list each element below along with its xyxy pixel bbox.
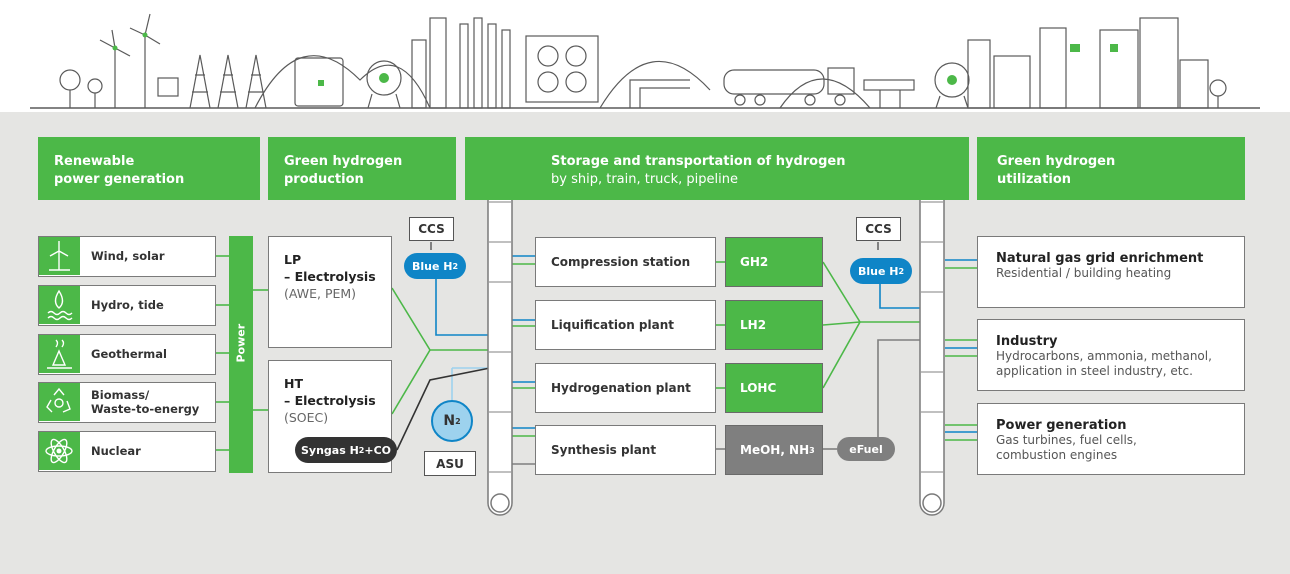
use-line: Residential / building heating xyxy=(996,266,1172,280)
header-production-line1: Green hydrogen xyxy=(284,154,403,169)
header-storage-line1: Storage and transportation of hydrogen xyxy=(551,154,846,169)
use-line: Gas turbines, fuel cells, xyxy=(996,433,1137,447)
product-text: LH2 xyxy=(740,318,767,332)
product-text: LOHC xyxy=(740,381,777,395)
source-label: Geothermal xyxy=(91,347,167,361)
blue-h2-text: Blue H xyxy=(411,259,453,273)
ccs-right-box: CCS xyxy=(856,217,901,241)
use-industry: Industry Hydrocarbons, ammonia, methanol… xyxy=(977,319,1245,391)
header-storage-line2: by ship, train, truck, pipeline xyxy=(551,172,738,187)
use-title: Power generation xyxy=(996,418,1127,433)
blue-h2-text: Blue H xyxy=(857,264,899,278)
use-title: Industry xyxy=(996,334,1058,349)
water-drop-icon xyxy=(39,286,80,324)
asu-box: ASU xyxy=(424,451,476,476)
product-lh2: LH2 xyxy=(725,300,823,350)
header-renewable-line2: power generation xyxy=(54,172,185,187)
ccs-left-box: CCS xyxy=(409,217,454,241)
source-geothermal: Geothermal xyxy=(38,334,216,375)
n2-text: N xyxy=(443,413,456,429)
header-renewable-line1: Renewable xyxy=(54,154,135,169)
ht-title: HT xyxy=(284,376,303,391)
plant-compression: Compression station xyxy=(535,237,716,287)
source-label: Hydro, tide xyxy=(91,298,164,312)
geothermal-icon xyxy=(39,335,80,373)
source-label: Nuclear xyxy=(91,444,141,458)
wind-turbine-icon xyxy=(39,237,80,275)
source-wind-solar: Wind, solar xyxy=(38,236,216,277)
ht-detail: (SOEC) xyxy=(284,410,329,425)
syngas-sub: 2 xyxy=(358,445,365,455)
source-label: Biomass/ Waste-to-energy xyxy=(91,388,200,416)
use-power-generation: Power generation Gas turbines, fuel cell… xyxy=(977,403,1245,475)
syngas-text: Syngas H xyxy=(300,443,359,457)
header-production-line2: production xyxy=(284,172,364,187)
lp-electrolysis-box: LP – Electrolysis (AWE, PEM) xyxy=(268,236,392,348)
use-title: Natural gas grid enrichment xyxy=(996,251,1204,266)
ht-sub: – Electrolysis xyxy=(284,393,376,408)
header-storage: Storage and transportation of hydrogen b… xyxy=(465,137,969,200)
plant-hydrogenation: Hydrogenation plant xyxy=(535,363,716,413)
efuel-pill: eFuel xyxy=(837,437,895,461)
lp-title: LP xyxy=(284,252,302,267)
blue-h2-sub: 2 xyxy=(452,261,459,271)
blue-h2-sub: 2 xyxy=(898,266,905,276)
plant-liquification: Liquification plant xyxy=(535,300,716,350)
use-line: Hydrocarbons, ammonia, methanol, xyxy=(996,349,1212,363)
header-renewable: Renewable power generation xyxy=(38,137,260,200)
product-text: GH2 xyxy=(740,255,769,269)
header-utilization: Green hydrogen utilization xyxy=(977,137,1245,200)
source-biomass: Biomass/ Waste-to-energy xyxy=(38,382,216,423)
header-utilization-line1: Green hydrogen xyxy=(997,154,1116,169)
product-lohc: LOHC xyxy=(725,363,823,413)
use-line: application in steel industry, etc. xyxy=(996,364,1193,378)
source-label: Wind, solar xyxy=(91,249,165,263)
lp-sub: – Electrolysis xyxy=(284,269,376,284)
source-nuclear: Nuclear xyxy=(38,431,216,472)
recycle-icon xyxy=(39,383,80,421)
header-production: Green hydrogen production xyxy=(268,137,456,200)
product-text: MeOH, NH xyxy=(740,443,810,457)
power-bar: Power xyxy=(229,236,253,473)
use-line: combustion engines xyxy=(996,448,1118,462)
source-hydro-tide: Hydro, tide xyxy=(38,285,216,326)
header-utilization-line2: utilization xyxy=(997,172,1072,187)
syngas-suffix: +CO xyxy=(364,443,392,457)
lp-detail: (AWE, PEM) xyxy=(284,286,357,301)
plant-synthesis: Synthesis plant xyxy=(535,425,716,475)
product-gh2: GH2 xyxy=(725,237,823,287)
n2-sub: 2 xyxy=(455,416,461,426)
use-gas-grid: Natural gas grid enrichment Residential … xyxy=(977,236,1245,308)
atom-icon xyxy=(39,432,80,470)
power-label: Power xyxy=(234,323,248,363)
product-sub: 3 xyxy=(809,445,815,455)
industrial-skyline-illustration xyxy=(0,0,1290,112)
